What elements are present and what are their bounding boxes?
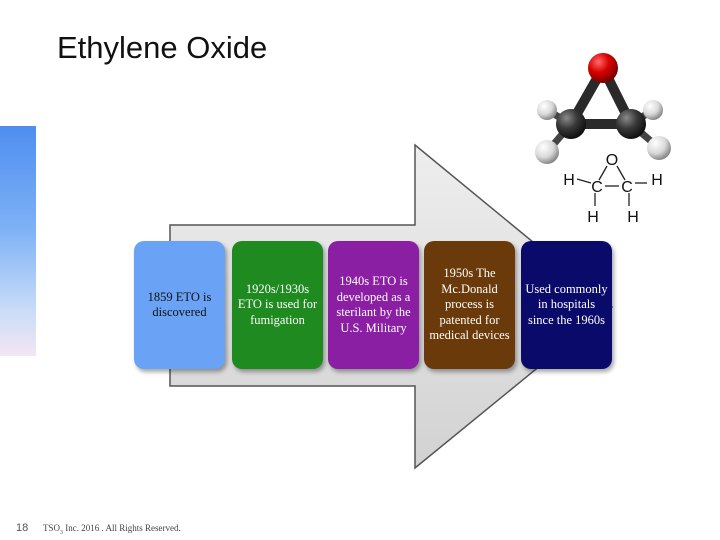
- formula-hydrogen-bottom-right: H: [627, 209, 639, 226]
- formula-carbon-1: C: [591, 179, 603, 196]
- formula-hydrogen-bottom-left: H: [587, 209, 599, 226]
- timeline-item-text: 1940s ETO is developed as a sterilant by…: [336, 274, 411, 335]
- timeline-item-1960s: Used commonly in hospitals since the 196…: [521, 241, 612, 369]
- timeline-item-1940s: 1940s ETO is developed as a sterilant by…: [328, 241, 419, 369]
- formula-oxygen: O: [606, 152, 618, 169]
- timeline-item-text: Used commonly in hospitals since the 196…: [525, 281, 608, 327]
- formula-hydrogen-left: H: [563, 172, 575, 189]
- accent-bar: [0, 126, 36, 356]
- timeline-item-1950s: 1950s The Mc.Donald process is patented …: [424, 241, 515, 369]
- copyright-footer: TSO3 Inc. 2016 . All Rights Reserved.: [43, 523, 181, 536]
- timeline-item-text: 1920s/1930s ETO is used for fumigation: [237, 281, 318, 327]
- footer-prefix: TSO: [43, 523, 61, 533]
- timeline-item-text: 1950s The Mc.Donald process is patented …: [429, 266, 510, 343]
- timeline-item-1920s: 1920s/1930s ETO is used for fumigation: [232, 241, 323, 369]
- timeline-item-1859: 1859 ETO is discovered: [134, 241, 225, 369]
- slide-title: Ethylene Oxide: [57, 30, 268, 65]
- footer-subscript: 3: [60, 529, 64, 536]
- structural-formula: O C C H H H H: [563, 152, 663, 226]
- formula-carbon-2: C: [621, 179, 633, 196]
- timeline-item-text: 1859 ETO is discovered: [147, 289, 212, 320]
- slide-number: 18: [16, 522, 29, 534]
- formula-hydrogen-right: H: [651, 172, 663, 189]
- footer-suffix: Inc. 2016 . All Rights Reserved.: [63, 523, 181, 533]
- ball-and-stick-ethylene-oxide-icon: [535, 53, 671, 164]
